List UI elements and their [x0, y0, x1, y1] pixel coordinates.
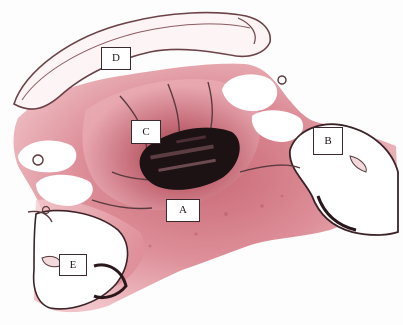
label-a: A [166, 199, 200, 222]
label-d: D [101, 47, 131, 70]
label-e: E [59, 254, 87, 276]
label-c: C [131, 120, 161, 144]
label-b: B [313, 127, 343, 155]
